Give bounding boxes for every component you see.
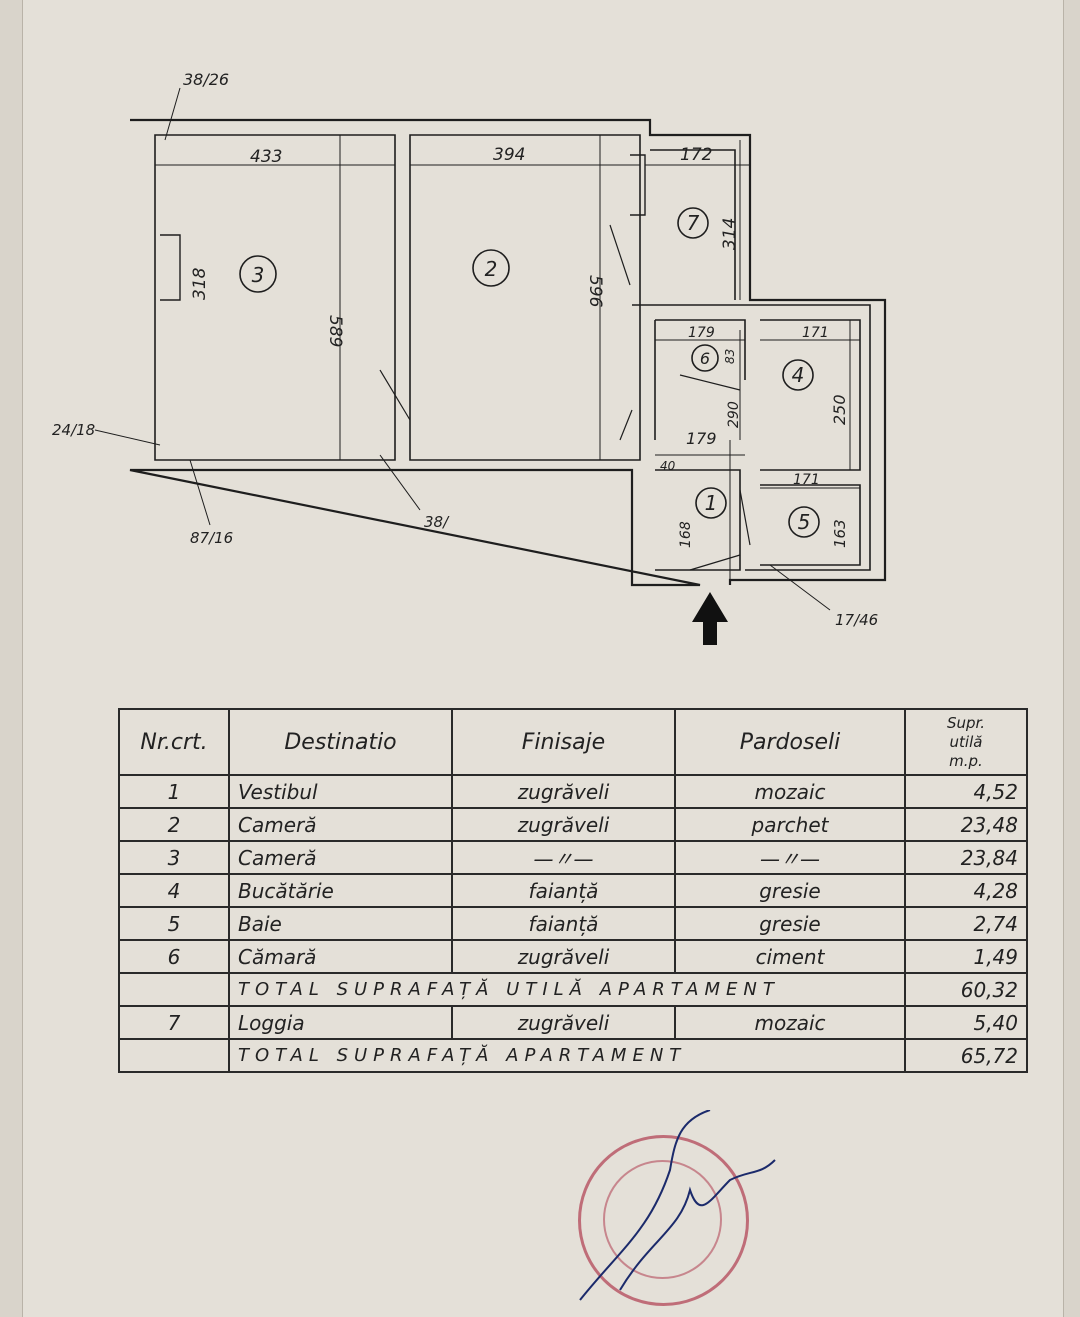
header-area-line-3: m.p. <box>949 751 983 770</box>
floor-plan: 433 394 172 589 596 314 318 179 171 83 2… <box>52 70 887 645</box>
room-number-4: 4 <box>792 363 805 387</box>
dim-loggia-depth: 314 <box>720 218 740 250</box>
arrow-up-icon <box>692 592 728 645</box>
dim-window: 318 <box>190 267 210 300</box>
signature <box>579 1110 776 1301</box>
dimension-lines <box>155 135 860 585</box>
callout-38-26: 38/26 <box>183 70 229 89</box>
table-header: Nr.crt. Destinatio Finisaje Pardoseli Su… <box>118 708 1028 776</box>
dim-room3-width: 433 <box>250 147 282 167</box>
header-destination: Destinatio <box>228 708 453 776</box>
dim-hall-width: 179 <box>686 429 717 448</box>
outer-wall <box>129 118 887 587</box>
callout-17-46: 17/46 <box>835 611 878 629</box>
window <box>160 154 646 301</box>
dim-kitchen-depth: 250 <box>830 394 849 425</box>
room-number-3: 3 <box>252 263 265 287</box>
room-markers <box>239 207 820 538</box>
header-nr: Nr.crt. <box>118 708 230 776</box>
dim-loggia-width: 172 <box>680 145 712 165</box>
room-number-1: 1 <box>705 491 718 515</box>
header-area-line-1: Supr. <box>946 713 986 732</box>
room-number-5: 5 <box>798 510 811 534</box>
header-floors: Pardoseli <box>674 708 906 776</box>
callout-24-18: 24/18 <box>52 421 95 439</box>
dim-hall-depth: 290 <box>726 401 742 428</box>
room-number-2: 2 <box>485 257 498 281</box>
partition <box>632 149 871 571</box>
dim-room3-depth: 589 <box>325 315 345 347</box>
dim-vestibule-offset: 40 <box>660 459 676 473</box>
document-page <box>22 0 1064 1317</box>
dim-room2-depth: 596 <box>585 275 605 308</box>
room-number-6: 6 <box>700 349 710 368</box>
room-number-7: 7 <box>687 211 700 235</box>
dim-bath-depth: 163 <box>831 519 849 548</box>
dim-pantry-width: 179 <box>688 325 715 341</box>
header-finishes: Finisaje <box>451 708 676 776</box>
inner-wall-line <box>154 134 641 461</box>
dim-vestibule-depth: 168 <box>678 521 694 548</box>
callout-87-16: 87/16 <box>190 529 233 547</box>
callout-38: 38/ <box>424 513 450 531</box>
header-area: Supr. utilă m.p. <box>904 708 1028 776</box>
room-schedule-table: Nr.crt. Destinatio Finisaje Pardoseli Su… <box>118 708 1028 1073</box>
door-swing <box>379 224 751 571</box>
callout-leaders <box>94 87 831 611</box>
dim-pantry-depth: 83 <box>723 349 737 364</box>
dim-kitchen-width: 171 <box>802 325 829 341</box>
dim-room2-width: 394 <box>493 145 525 165</box>
header-area-line-2: utilă <box>949 732 983 751</box>
company-stamp <box>578 1135 749 1306</box>
dim-bath-width: 171 <box>793 472 820 488</box>
